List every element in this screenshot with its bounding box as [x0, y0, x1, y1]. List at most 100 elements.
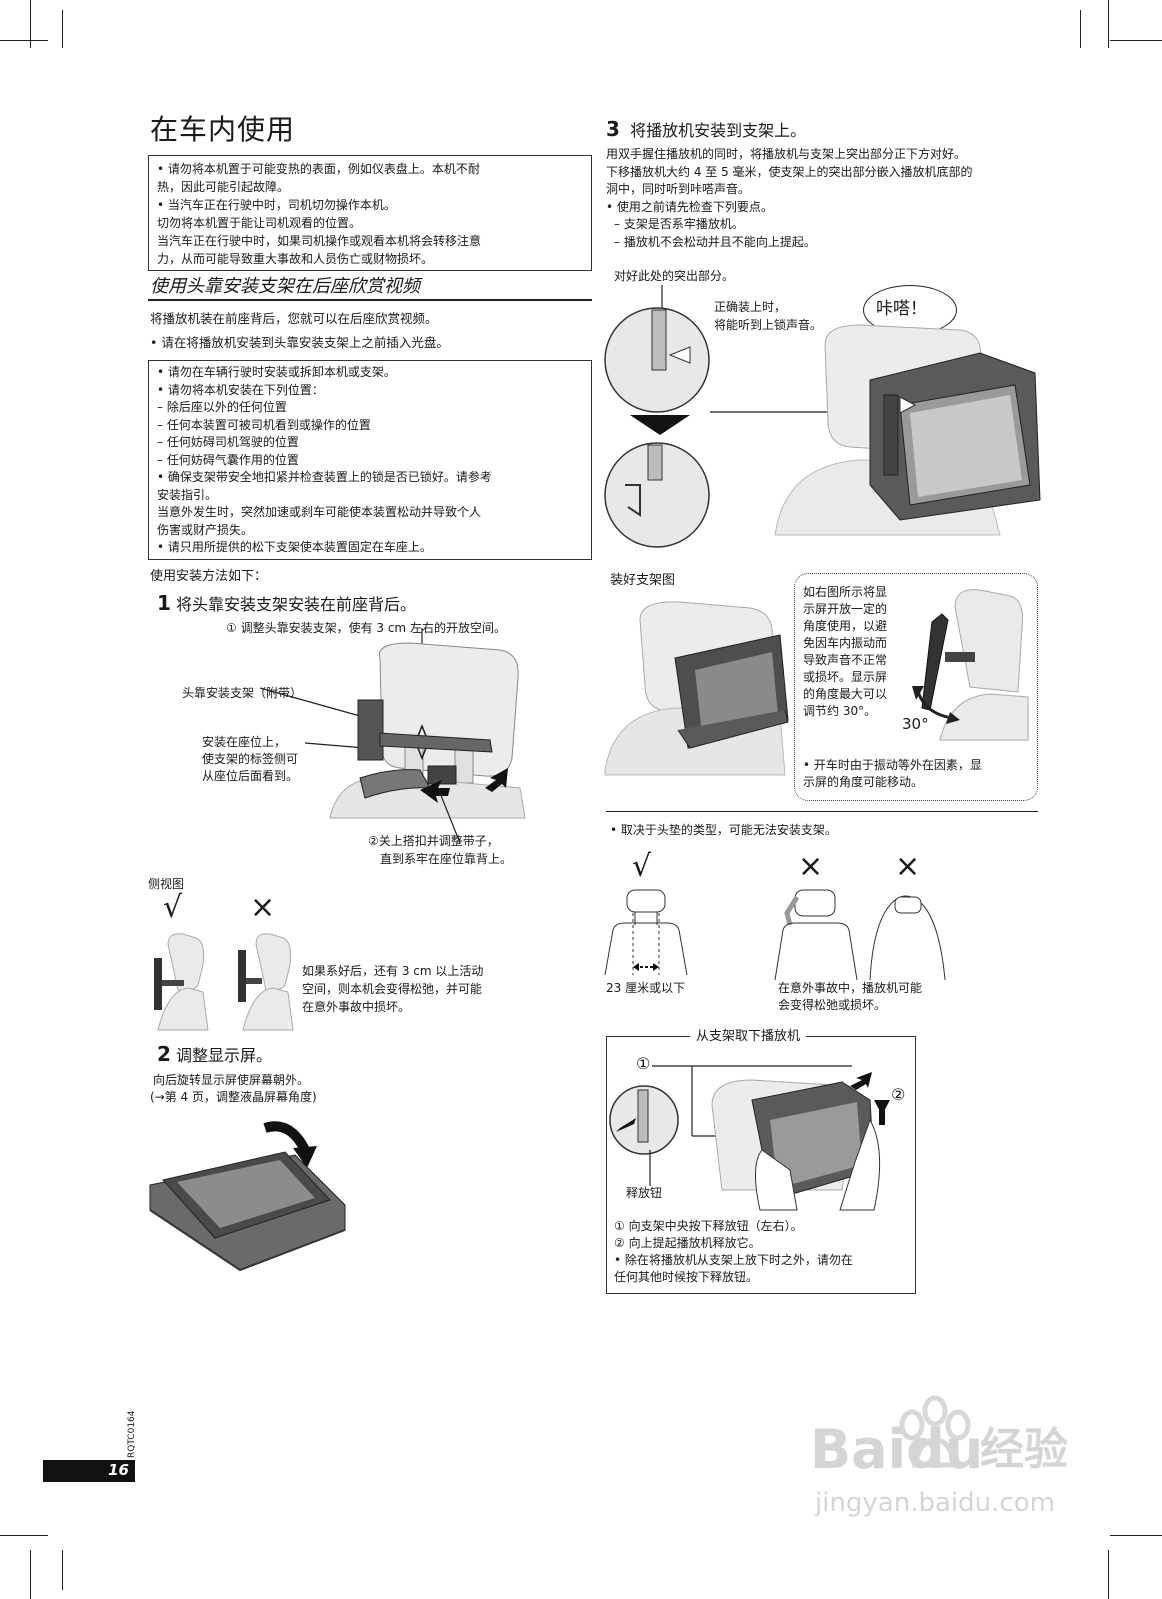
warning-line: 力，从而可能导致重大事故和人员伤亡或财物损坏。	[157, 252, 434, 266]
crop-mark	[1110, 40, 1162, 41]
ng-cross-icon: ×	[250, 890, 276, 925]
label-line: 直到系牢在座位靠背上。	[380, 852, 513, 866]
intro-bullet: • 请在将播放机安装到头靠安装支架上之前插入光盘。	[150, 335, 449, 350]
crop-mark	[0, 40, 48, 41]
warning-line: • 请勿将本机置于可能变热的表面，例如仪表盘上。本机不耐	[157, 162, 480, 176]
note-line: 的角度最大可以	[803, 687, 888, 701]
label-line: 正确装上时，	[714, 300, 787, 314]
warning-line: – 任何妨碍气囊作用的位置	[157, 452, 299, 467]
note-line: 示屏的角度可能移动。	[803, 775, 924, 789]
release-button-label: 释放钮	[626, 1186, 663, 1200]
note-line: 如果系好后，还有 3 cm 以上活动	[302, 964, 484, 978]
removal-line: • 除在将播放机从支架上放下时之外，请勿在	[614, 1253, 853, 1267]
step-3-title: 将播放机安装到支架上。	[630, 121, 807, 140]
warning-2-text: • 请勿在车辆行驶时安装或拆卸本机或支架。 • 请勿将本机安装在下列位置： – …	[157, 364, 492, 557]
watermark-brand: Baidu	[810, 1420, 983, 1480]
installed-label: 装好支架图	[610, 573, 676, 588]
model-code: RQTC0164	[127, 1410, 137, 1459]
note-line: 空间，则本机会变得松弛，并可能	[302, 982, 483, 996]
headrest-bullet: • 取决于头垫的类型，可能无法安装支架。	[610, 823, 837, 837]
crop-mark	[1110, 1535, 1162, 1536]
installed-illustration	[604, 601, 789, 776]
crop-mark	[62, 1550, 63, 1590]
label-line: 使支架的标签侧可	[202, 752, 299, 766]
section-underline	[148, 299, 592, 301]
warning-line: 伤害或财产损失。	[157, 522, 254, 537]
note-line: • 开车时由于振动等外在因素，显	[803, 758, 982, 772]
installed-note-box	[794, 573, 1038, 801]
step-3-line: • 使用之前请先检查下列要点。	[606, 199, 773, 214]
installed-bullet: • 开车时由于振动等外在因素，显 示屏的角度可能移动。	[803, 757, 982, 791]
angle-illustration	[912, 589, 1029, 741]
note-line: 导致声音不正常	[803, 653, 888, 667]
removal-step-2-marker: ②	[891, 1085, 906, 1104]
crop-mark	[62, 10, 63, 48]
headrest-measure: 23 厘米或以下	[606, 981, 686, 995]
warning-box-2: • 请勿在车辆行驶时安装或拆卸本机或支架。 • 请勿将本机安装在下列位置： – …	[148, 360, 592, 560]
step-2-line: 向后旋转显示屏使屏幕朝外。	[153, 1073, 310, 1087]
step-1-sub1: ① 调整头靠安装支架，使有 3 cm 左右的开放空间。	[226, 621, 506, 635]
note-line: 免因车内振动而	[803, 636, 888, 650]
rotate-screen-illustration	[149, 1121, 346, 1272]
label-line: 安装在座位上，	[202, 735, 287, 749]
warning-line: • 请勿在车辆行驶时安装或拆卸本机或支架。	[157, 365, 396, 379]
step-3-line: 用双手握住播放机的同时，将播放机与支架上突出部分正下方对好。	[606, 147, 967, 161]
warning-box-1: • 请勿将本机置于可能变热的表面，例如仪表盘上。本机不耐 热，因此可能引起故障。…	[148, 155, 592, 271]
page-title: 在车内使用	[150, 113, 296, 146]
crop-mark	[30, 1550, 31, 1599]
warning-line: • 确保支架带安全地扣紧并检查装置上的锁是否已锁好。请参考	[157, 470, 492, 484]
step-3-line: 洞中，同时听到咔嗒声音。	[606, 182, 751, 196]
crop-mark	[1080, 10, 1081, 48]
step-1-sub2: ②关上搭扣并调整带子， 直到系牢在座位靠背上。	[368, 832, 512, 868]
crop-mark	[1108, 1550, 1109, 1599]
headrest-ng-icon-1: ×	[798, 849, 824, 884]
watermark-cn: 经验	[980, 1424, 1068, 1475]
step-1-title: 将头靠安装支架安装在前座背后。	[176, 595, 417, 614]
removal-title: 从支架取下播放机	[690, 1028, 807, 1045]
step-2-title: 调整显示屏。	[176, 1046, 273, 1065]
warning-line: – 除后座以外的任何位置	[157, 400, 287, 414]
removal-step-1-marker: ①	[636, 1054, 651, 1073]
label-correct: 正确装上时， 将能听到上锁声音。	[714, 298, 822, 334]
label-line: 将能听到上锁声音。	[714, 318, 823, 332]
note-line: 角度使用，以避	[803, 619, 888, 633]
intro-text: 将播放机装在前座背后，您就可以在后座欣赏视频。	[150, 311, 438, 326]
step-2-line: (→第 4 页，调整液晶屏幕角度)	[150, 1090, 317, 1104]
step-3-heading: 3 将播放机安装到支架上。	[606, 118, 806, 142]
removal-line: ② 向上提起播放机释放它。	[614, 1236, 761, 1250]
divider	[606, 811, 1038, 813]
watermark-url: jingyan.baidu.com	[815, 1488, 1055, 1518]
label-bracket: 头靠安装支架（附带）	[182, 686, 303, 700]
crop-mark	[30, 0, 31, 48]
note-line: 调节约 30°。	[803, 704, 877, 718]
warning-line: – 任何本装置可被司机看到或操作的位置	[157, 417, 371, 432]
angle-value: 30°	[902, 715, 929, 733]
removal-illustration	[609, 1065, 890, 1211]
warning-line: 当汽车正在行驶中时，如果司机操作或观看本机将会转移注意	[157, 234, 482, 248]
baidu-paw-logo	[899, 1395, 971, 1468]
label-align: 对好此处的突出部分。	[614, 269, 735, 283]
label-line: ②关上搭扣并调整带子，	[368, 834, 499, 848]
warning-line: – 任何妨碍司机驾驶的位置	[157, 435, 299, 449]
warning-line: • 当汽车正在行驶中时，司机切勿操作本机。	[157, 198, 396, 212]
label-line: 从座位后面看到。	[202, 769, 299, 783]
step-3-number: 3	[606, 117, 620, 141]
installed-note: 如右图所示将显 示屏开放一定的 角度使用，以避 免因车内振动而 导致声音不正常 …	[803, 584, 887, 720]
page-number: 16	[108, 1461, 129, 1479]
headrest-bracket-illustration	[259, 628, 526, 844]
removal-line: ① 向支架中央按下释放钮（左右）。	[614, 1219, 803, 1233]
mount-player-illustration	[604, 285, 1041, 548]
note-line: 示屏开放一定的	[803, 602, 888, 616]
note-line: 如右图所示将显	[803, 585, 888, 599]
warning-line: • 请勿将本机安装在下列位置：	[157, 382, 324, 397]
headrest-ng-note: 在意外事故中，播放机可能 会变得松弛或损坏。	[778, 980, 922, 1014]
warning-line: 安装指引。	[157, 487, 218, 502]
label-seat: 安装在座位上， 使支架的标签侧可 从座位后面看到。	[202, 734, 298, 785]
headrest-ng-icon-2: ×	[895, 849, 921, 884]
removal-text: ① 向支架中央按下释放钮（左右）。 ② 向上提起播放机释放它。 • 除在将播放机…	[614, 1218, 853, 1286]
headrest-ok-icon: √	[632, 849, 652, 884]
note-line: 在意外事故中损坏。	[302, 1000, 411, 1014]
warning-line: 当意外发生时，突然加速或刹车可能使本装置松动并导致个人	[157, 505, 482, 519]
note-line: 在意外事故中，播放机可能	[778, 981, 923, 995]
warning-line: • 请只用所提供的松下支架使本装置固定在车座上。	[157, 540, 432, 554]
